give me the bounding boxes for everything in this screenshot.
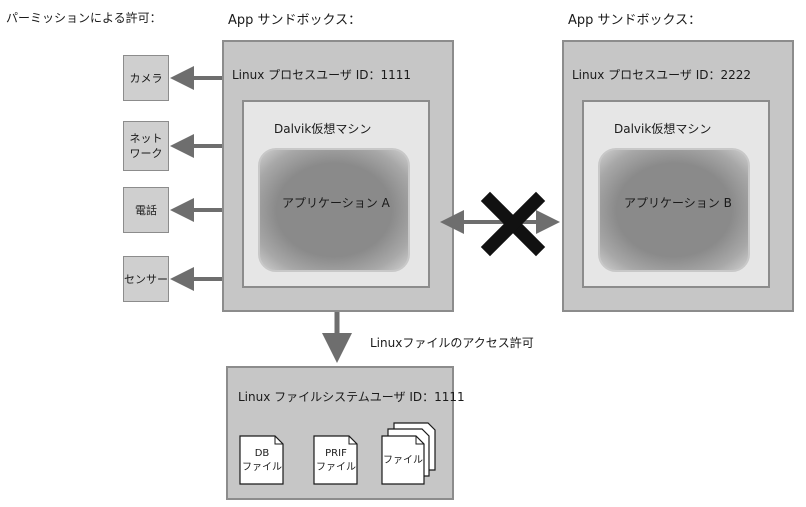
permission-label-line: ワーク [129, 147, 163, 160]
sandbox-a-vm-label: Dalvik仮想マシン [274, 122, 372, 136]
filesystem-user-id: Linux ファイルシステムユーザ ID：1111 [238, 390, 465, 404]
generic-files: ファイル [379, 454, 427, 470]
permission-phone: 電話 [123, 187, 169, 233]
sandbox-b-vm-label: Dalvik仮想マシン [614, 122, 712, 136]
db-file: DB ファイル [238, 447, 286, 477]
sandbox-b: Linux プロセスユーザ ID：2222 Dalvik仮想マシン アプリケーシ… [562, 40, 794, 312]
permission-camera: カメラ [123, 55, 169, 101]
permission-label-line: センサー [124, 272, 168, 286]
db-file-label-line: DB [254, 448, 270, 459]
db-file-label-line: ファイル [242, 462, 282, 473]
sandbox-a: Linux プロセスユーザ ID：1111 Dalvik仮想マシン アプリケーシ… [222, 40, 454, 312]
sandbox-b-vm: Dalvik仮想マシン アプリケーション B [582, 100, 770, 288]
db-file-icon [239, 435, 284, 485]
prif-file-label-line: ファイル [316, 462, 356, 473]
file-stack-icon [381, 422, 436, 485]
permission-label-line: カメラ [129, 71, 163, 85]
app-a: アプリケーション A [258, 148, 410, 272]
permission-network: ネット ワーク [123, 121, 169, 171]
sandbox-a-vm: Dalvik仮想マシン アプリケーション A [242, 100, 430, 288]
blocked-x-icon [480, 191, 546, 257]
permission-sensor: センサー [123, 256, 169, 302]
prif-file-label-line: PRIF [325, 448, 347, 459]
sandbox-a-heading: App サンドボックス： [228, 13, 362, 28]
permission-label-line: 電話 [135, 203, 157, 217]
prif-file-icon [313, 435, 358, 485]
app-a-label: アプリケーション A [282, 196, 390, 210]
sandbox-b-user-id: Linux プロセスユーザ ID：2222 [572, 68, 752, 82]
generic-file-label: ファイル [383, 455, 423, 466]
sandbox-b-heading: App サンドボックス： [568, 13, 702, 28]
permission-label-line: ネット [129, 132, 163, 145]
prif-file: PRIF ファイル [312, 447, 360, 477]
sandbox-a-user-id: Linux プロセスユーザ ID：1111 [232, 68, 412, 82]
file-access-label: Linuxファイルのアクセス許可 [370, 336, 534, 350]
permissions-heading: パーミッションによる許可： [6, 11, 162, 25]
app-b-label: アプリケーション B [624, 196, 732, 210]
app-b: アプリケーション B [598, 148, 750, 272]
